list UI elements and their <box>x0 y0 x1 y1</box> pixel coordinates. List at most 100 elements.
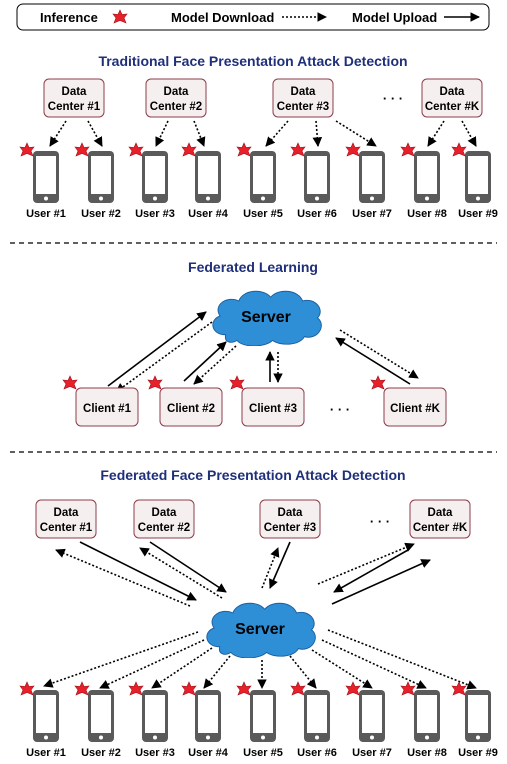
data-center-2: Data Center #2 <box>145 78 207 118</box>
phone-icon <box>250 690 276 742</box>
traditional-data-centers: Data Center #1 Data Center #2 Data Cente… <box>43 78 483 118</box>
svg-text:Client #K: Client #K <box>390 403 441 415</box>
client-1-inference-star-icon <box>62 375 78 390</box>
fedpad-user-4: User #4 <box>181 681 229 759</box>
traditional-user-1: User #1 <box>19 142 66 220</box>
svg-text:Center #3: Center #3 <box>277 101 329 113</box>
fedpad-server-label: Server <box>235 621 285 638</box>
fedpad-data-centers: Data Center #1 Data Center #2 Data Cente… <box>35 499 471 539</box>
user-label: User #9 <box>458 208 498 220</box>
inference-star-icon <box>290 142 306 157</box>
phone-icon <box>414 690 440 742</box>
phone-icon <box>304 690 330 742</box>
traditional-user-8: User #8 <box>400 142 447 220</box>
phone-icon <box>142 151 168 203</box>
user-label: User #9 <box>458 747 498 759</box>
fedpad-user-8: User #8 <box>400 681 447 759</box>
legend-download-label: Model Download <box>171 10 274 25</box>
traditional-user-5: User #5 <box>236 142 283 220</box>
inference-star-icon <box>181 142 197 157</box>
user-label: User #2 <box>81 208 121 220</box>
traditional-user-4: User #4 <box>181 142 229 220</box>
svg-text:Data: Data <box>291 86 317 98</box>
phone-icon <box>88 151 114 203</box>
fedpad-server-cloud: Server <box>206 602 316 658</box>
inference-star-icon <box>451 142 467 157</box>
fedpad-user-9: User #9 <box>451 681 498 759</box>
fedpad-users: User #1 User #2 User #3 User #4 User #5 User … <box>19 681 498 759</box>
client-4-inference-star-icon <box>370 375 386 390</box>
federated-server-cloud: Server <box>212 290 322 346</box>
phone-icon <box>359 151 385 203</box>
client-3-inference-star-icon <box>229 375 245 390</box>
traditional-download-arrows <box>49 120 477 147</box>
svg-text:Data: Data <box>54 507 80 519</box>
traditional-user-2: User #2 <box>74 142 121 220</box>
phone-icon <box>33 690 59 742</box>
traditional-title: Traditional Face Presentation Attack Det… <box>98 53 407 69</box>
user-label: User #3 <box>135 747 175 759</box>
inference-star-icon <box>400 142 416 157</box>
fedpad-data-center-2: Data Center #2 <box>133 499 195 539</box>
inference-star-icon <box>345 681 361 696</box>
fedpad-user-7: User #7 <box>345 681 392 759</box>
svg-text:Data: Data <box>440 86 466 98</box>
inference-star-icon <box>345 142 361 157</box>
fedpad-data-center-1: Data Center #1 <box>35 499 97 539</box>
user-label: User #4 <box>188 747 229 759</box>
fedpad-center-arrows <box>55 541 431 607</box>
svg-text:Center #3: Center #3 <box>264 522 316 534</box>
traditional-user-6: User #6 <box>290 142 337 220</box>
phone-icon <box>88 690 114 742</box>
svg-text:Center #2: Center #2 <box>138 522 190 534</box>
data-center-k: Data Center #K <box>421 78 483 118</box>
data-center-1: Data Center #1 <box>43 78 105 118</box>
user-label: User #2 <box>81 747 121 759</box>
client-3: Client #3 <box>241 387 305 427</box>
svg-text:Client #2: Client #2 <box>167 403 215 415</box>
user-label: User #8 <box>407 208 447 220</box>
fedpad-data-center-k: Data Center #K <box>409 499 471 539</box>
svg-text:Data: Data <box>152 507 178 519</box>
traditional-user-3: User #3 <box>128 142 175 220</box>
user-label: User #3 <box>135 208 175 220</box>
phone-icon <box>414 151 440 203</box>
traditional-ellipsis: · · · <box>383 91 403 106</box>
phone-icon <box>195 151 221 203</box>
user-label: User #4 <box>188 208 229 220</box>
fedpad-user-5: User #5 <box>236 681 283 759</box>
data-center-3: Data Center #3 <box>272 78 334 118</box>
inference-star-icon <box>19 142 35 157</box>
client-2-inference-star-icon <box>147 375 163 390</box>
traditional-user-7: User #7 <box>345 142 392 220</box>
inference-star-icon <box>181 681 197 696</box>
phone-icon <box>465 690 491 742</box>
user-label: User #8 <box>407 747 447 759</box>
phone-icon <box>250 151 276 203</box>
user-label: User #7 <box>352 208 392 220</box>
inference-star-icon <box>128 681 144 696</box>
svg-text:Center #2: Center #2 <box>150 101 202 113</box>
inference-star-icon <box>290 681 306 696</box>
phone-icon <box>465 151 491 203</box>
fedpad-data-center-3: Data Center #3 <box>259 499 321 539</box>
client-1: Client #1 <box>75 387 139 427</box>
federated-clients: Client #1 Client #2 Client #3 · · · Clie… <box>75 387 447 427</box>
phone-icon <box>359 690 385 742</box>
federated-ellipsis: · · · <box>330 402 350 417</box>
legend-upload-label: Model Upload <box>352 10 437 25</box>
fedpad-user-arrows <box>43 629 477 690</box>
svg-text:Client #1: Client #1 <box>83 403 132 415</box>
inference-star-icon <box>74 681 90 696</box>
user-label: User #7 <box>352 747 392 759</box>
fedpad-ellipsis: · · · <box>370 514 390 529</box>
user-label: User #1 <box>26 747 66 759</box>
client-2: Client #2 <box>159 387 223 427</box>
phone-icon <box>33 151 59 203</box>
legend: Inference Model Download Model Upload <box>16 3 490 31</box>
phone-icon <box>142 690 168 742</box>
svg-text:Data: Data <box>164 86 190 98</box>
inference-star-icon <box>74 142 90 157</box>
